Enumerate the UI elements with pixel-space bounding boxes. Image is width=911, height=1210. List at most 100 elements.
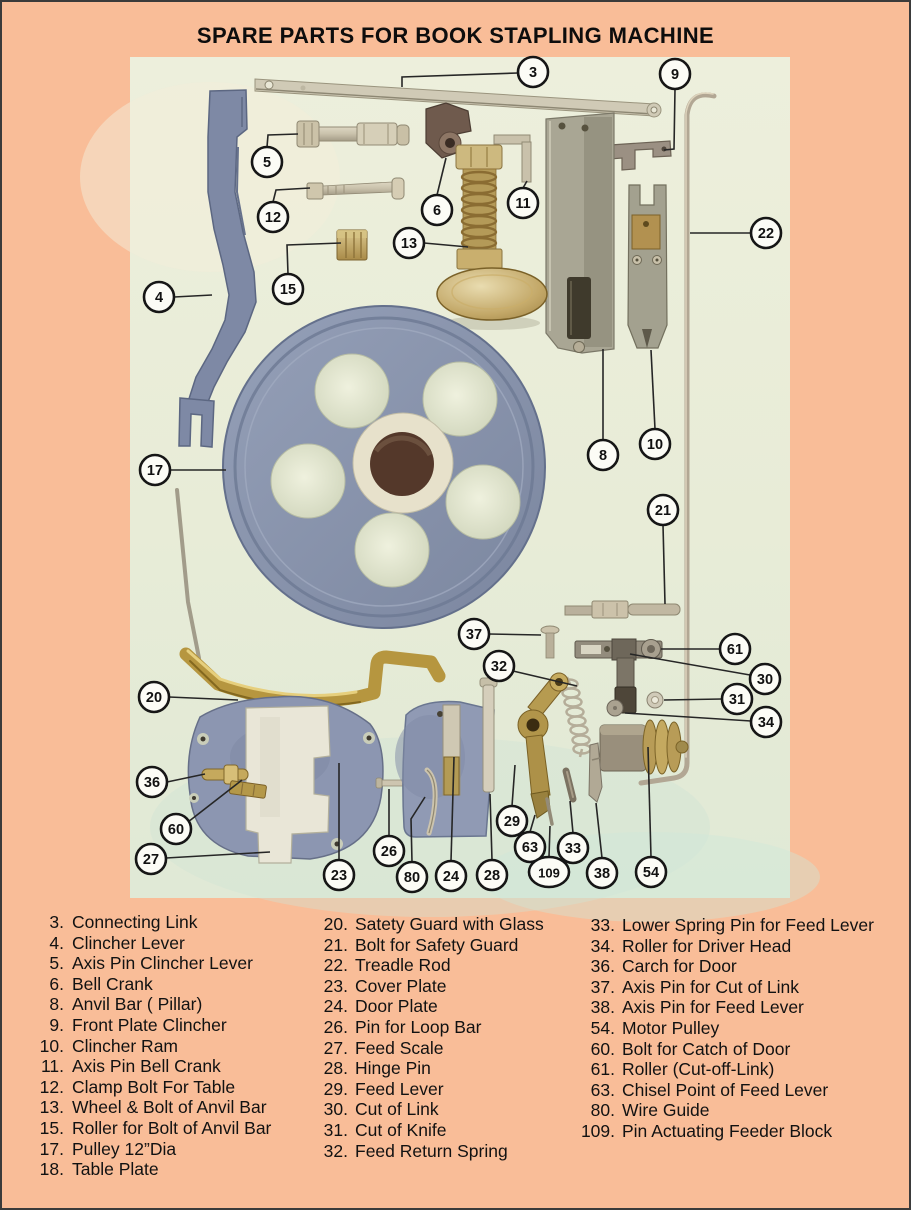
parts-list-item: 6.Bell Crank (49, 973, 153, 994)
leader-line-38 (595, 802, 603, 859)
callout-38: 38 (585, 856, 619, 890)
parts-list-item: 27.Feed Scale (323, 1037, 444, 1058)
callout-61: 61 (718, 632, 752, 666)
parts-list-item: 21.Bolt for Safety Guard (323, 934, 519, 955)
callout-24: 24 (434, 859, 468, 893)
callout-31: 31 (720, 682, 754, 716)
parts-list-item: 23.Cover Plate (323, 975, 447, 996)
callout-5: 5 (250, 145, 284, 179)
leader-line-3 (401, 72, 519, 87)
callout-17: 17 (138, 453, 172, 487)
leader-line-28 (489, 793, 493, 861)
svg-text:24: 24 (443, 869, 459, 885)
leader-line-109 (548, 825, 551, 858)
svg-text:4: 4 (155, 290, 163, 306)
callout-28: 28 (475, 858, 509, 892)
svg-text:60: 60 (168, 822, 184, 838)
svg-text:61: 61 (727, 642, 743, 658)
part-axis-pin-cut-of-link (540, 625, 560, 659)
parts-list-item: 8.Anvil Bar ( Pillar) (49, 994, 203, 1015)
parts-list-item: 18.Table Plate (39, 1159, 159, 1180)
part-bell-crank (425, 102, 472, 159)
part-pin-for-loop-bar (375, 777, 410, 789)
svg-text:37: 37 (466, 627, 482, 643)
part-clincher-lever (178, 89, 257, 448)
leader-line-29 (511, 764, 516, 807)
leader-line-5 (266, 133, 299, 148)
part-cut-of-knife (646, 691, 664, 709)
callout-22: 22 (749, 216, 783, 250)
callout-4: 4 (142, 280, 176, 314)
svg-text:11: 11 (515, 196, 530, 212)
callout-9: 9 (658, 57, 692, 91)
parts-list-item: 28.Hinge Pin (323, 1058, 431, 1079)
callout-6: 6 (420, 193, 454, 227)
leader-line-31 (663, 698, 723, 701)
callout-34: 34 (749, 705, 783, 739)
callout-54: 54 (634, 855, 668, 889)
callout-63: 63 (513, 830, 547, 864)
svg-text:3: 3 (529, 65, 537, 81)
svg-text:109: 109 (538, 866, 560, 881)
callout-33: 33 (556, 831, 590, 865)
parts-list-item: 5.Axis Pin Clincher Lever (49, 953, 253, 974)
svg-text:54: 54 (643, 865, 659, 881)
leader-line-10 (650, 349, 656, 430)
svg-text:15: 15 (280, 282, 296, 298)
part-hinge-pin (479, 677, 498, 793)
svg-text:21: 21 (655, 503, 671, 519)
svg-text:5: 5 (263, 155, 271, 171)
leader-line-60 (187, 779, 243, 823)
part-feed-scale (245, 705, 331, 864)
leader-line-12 (272, 187, 311, 203)
part-roller-driver-head (606, 699, 624, 717)
callout-20: 20 (137, 680, 171, 714)
parts-list-item: 13.Wheel & Bolt of Anvil Bar (39, 1097, 267, 1118)
svg-text:63: 63 (522, 840, 538, 856)
callout-8: 8 (586, 438, 620, 472)
callout-37: 37 (457, 617, 491, 651)
callout-27: 27 (134, 842, 168, 876)
svg-text:26: 26 (381, 844, 397, 860)
part-cut-of-link (574, 638, 663, 714)
leader-line-20 (168, 696, 239, 701)
parts-list-item: 10.Clincher Ram (39, 1035, 178, 1056)
leader-line-54 (647, 746, 652, 858)
part-bolt-catch-of-door (228, 780, 267, 799)
part-clamp-bolt-for-table (306, 177, 405, 200)
leader-line-36 (166, 773, 206, 783)
svg-text:30: 30 (757, 672, 773, 688)
parts-list-item: 61.Roller (Cut-off-Link) (590, 1059, 775, 1080)
parts-list-item: 26.Pin for Loop Bar (323, 1016, 482, 1037)
svg-text:20: 20 (146, 690, 162, 706)
parts-list-item: 17.Pulley 12”Dia (39, 1138, 177, 1159)
parts-list-item: 33.Lower Spring Pin for Feed Lever (590, 915, 874, 935)
leader-line-4 (173, 294, 213, 298)
part-lower-spring-pin (562, 767, 577, 803)
callout-80: 80 (395, 860, 429, 894)
part-anvil-bar (545, 112, 615, 354)
svg-text:38: 38 (594, 866, 610, 882)
parts-list-item: 31.Cut of Knife (323, 1119, 447, 1140)
parts-list-item: 80.Wire Guide (590, 1100, 710, 1121)
part-pin-actuating-feeder-block (545, 797, 554, 826)
parts-list-item: 63.Chisel Point of Feed Lever (590, 1079, 829, 1100)
callout-29: 29 (495, 804, 529, 838)
leader-line-32 (512, 670, 578, 687)
part-connecting-link (254, 78, 662, 118)
parts-list-item: 60.Bolt for Catch of Door (590, 1038, 791, 1059)
parts-list-item: 22.Treadle Rod (323, 955, 451, 976)
callout-21: 21 (646, 493, 680, 527)
part-feed-lever (517, 672, 569, 826)
part-axis-pin-feed-lever (588, 742, 603, 803)
parts-list-item: 4.Clincher Lever (49, 932, 185, 953)
parts-list-item: 54.Motor Pulley (590, 1017, 720, 1038)
parts-list-item: 12.Clamp Bolt For Table (39, 1076, 236, 1097)
part-motor-pulley (599, 719, 689, 775)
part-clincher-ram (627, 184, 668, 349)
